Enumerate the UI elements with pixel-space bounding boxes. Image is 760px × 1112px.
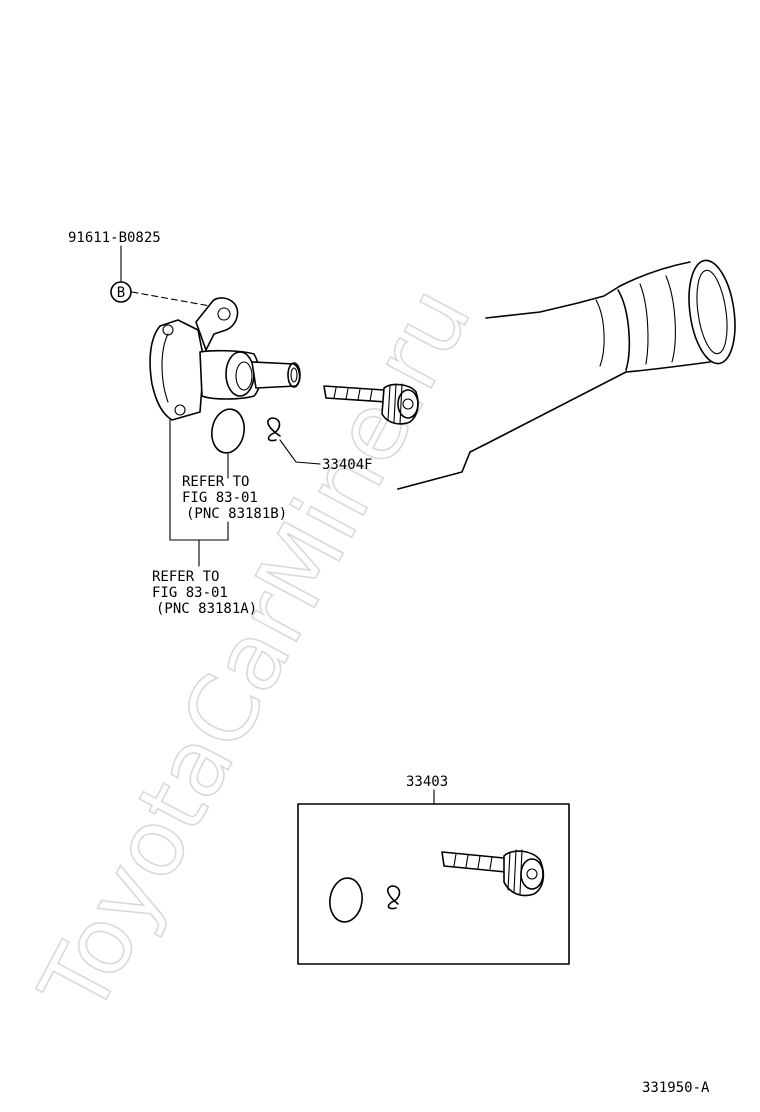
kit-contents	[329, 849, 545, 923]
clip-part-number: 33404F	[322, 457, 373, 473]
refer-a-line2: FIG 83-01	[152, 585, 228, 601]
kit-part-number: 33403	[406, 774, 448, 790]
clip	[267, 417, 281, 442]
bolt-part-number: 91611-B0825	[68, 230, 161, 246]
kit-driven-gear	[441, 849, 545, 897]
bolt-leader-dashed	[131, 291, 211, 307]
refer-b-line1: REFER TO	[182, 474, 249, 490]
driven-gear-sleeve	[149, 297, 301, 421]
kit-o-ring	[329, 877, 363, 923]
figure-id: 331950-A	[642, 1080, 710, 1096]
refer-a-line3: (PNC 83181A)	[156, 601, 257, 617]
callout-b-letter: B	[117, 285, 125, 301]
refer-b-line2: FIG 83-01	[182, 490, 258, 506]
refer-bracket-a	[169, 419, 229, 567]
driven-gear	[323, 383, 419, 425]
callout-b: B	[110, 281, 132, 303]
o-ring	[210, 408, 246, 454]
clip-leader-line	[279, 439, 321, 465]
refer-b-line3: (PNC 83181B)	[186, 506, 287, 522]
kit-box	[297, 803, 570, 965]
transmission-housing	[397, 259, 736, 490]
kit-clip	[386, 885, 401, 910]
refer-a-line1: REFER TO	[152, 569, 219, 585]
